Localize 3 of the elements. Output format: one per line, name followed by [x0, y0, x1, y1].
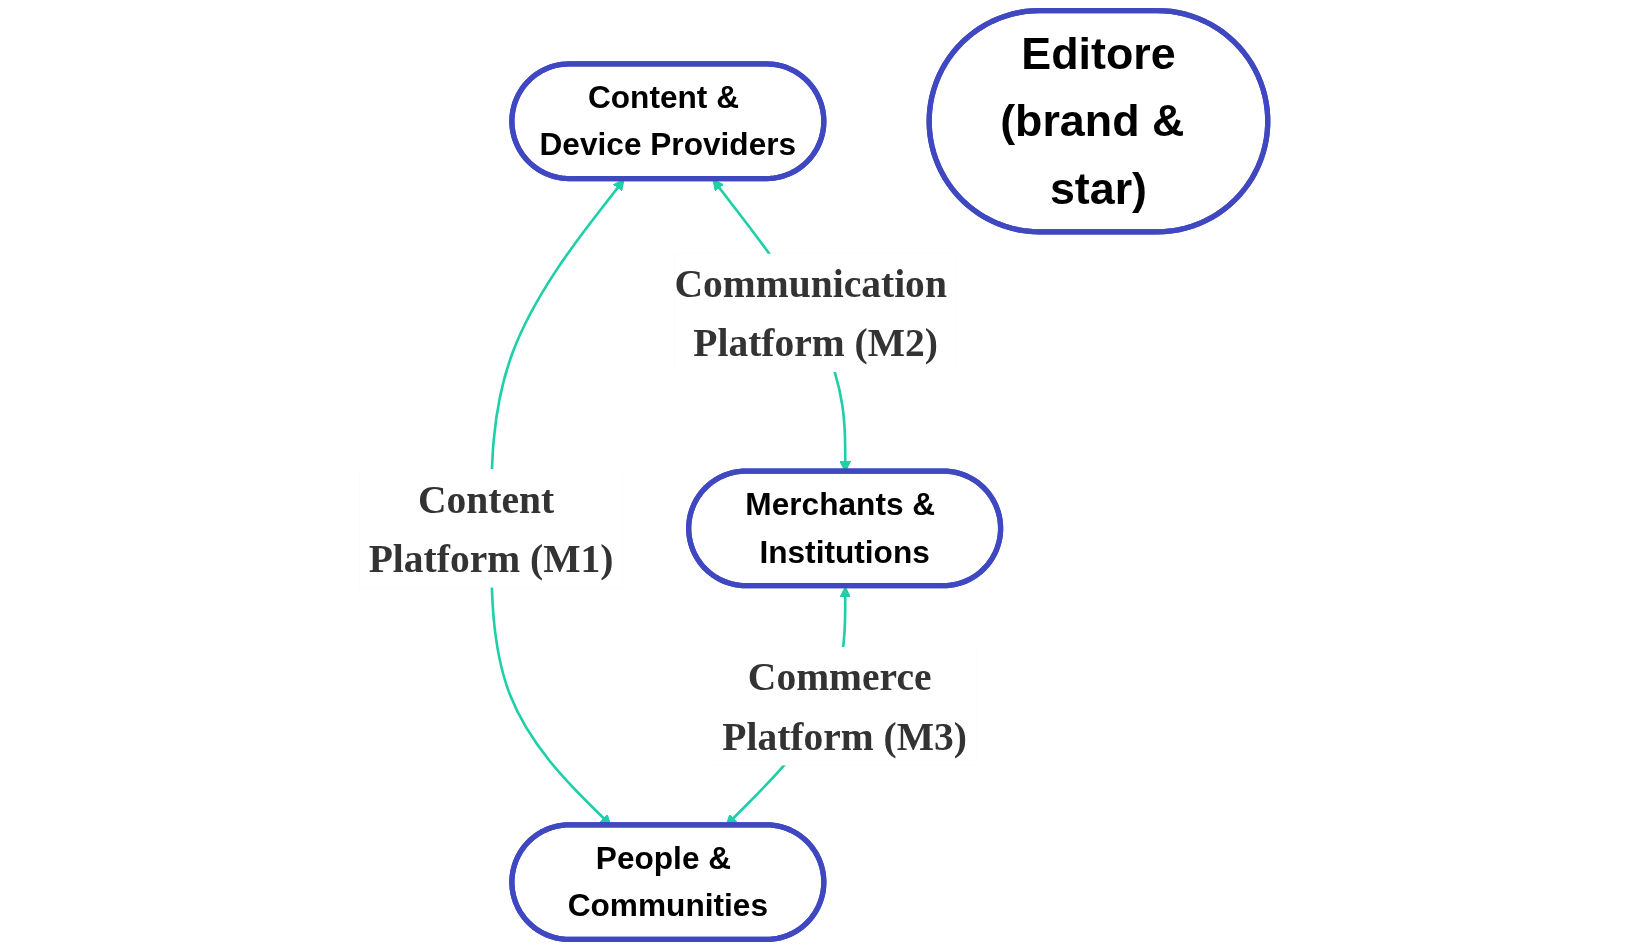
edge-label: Commerce Platform (M3) — [722, 654, 968, 758]
edge-label: Content Platform (M1) — [368, 476, 614, 580]
edge-label: Communication Platform (M2) — [674, 261, 947, 365]
